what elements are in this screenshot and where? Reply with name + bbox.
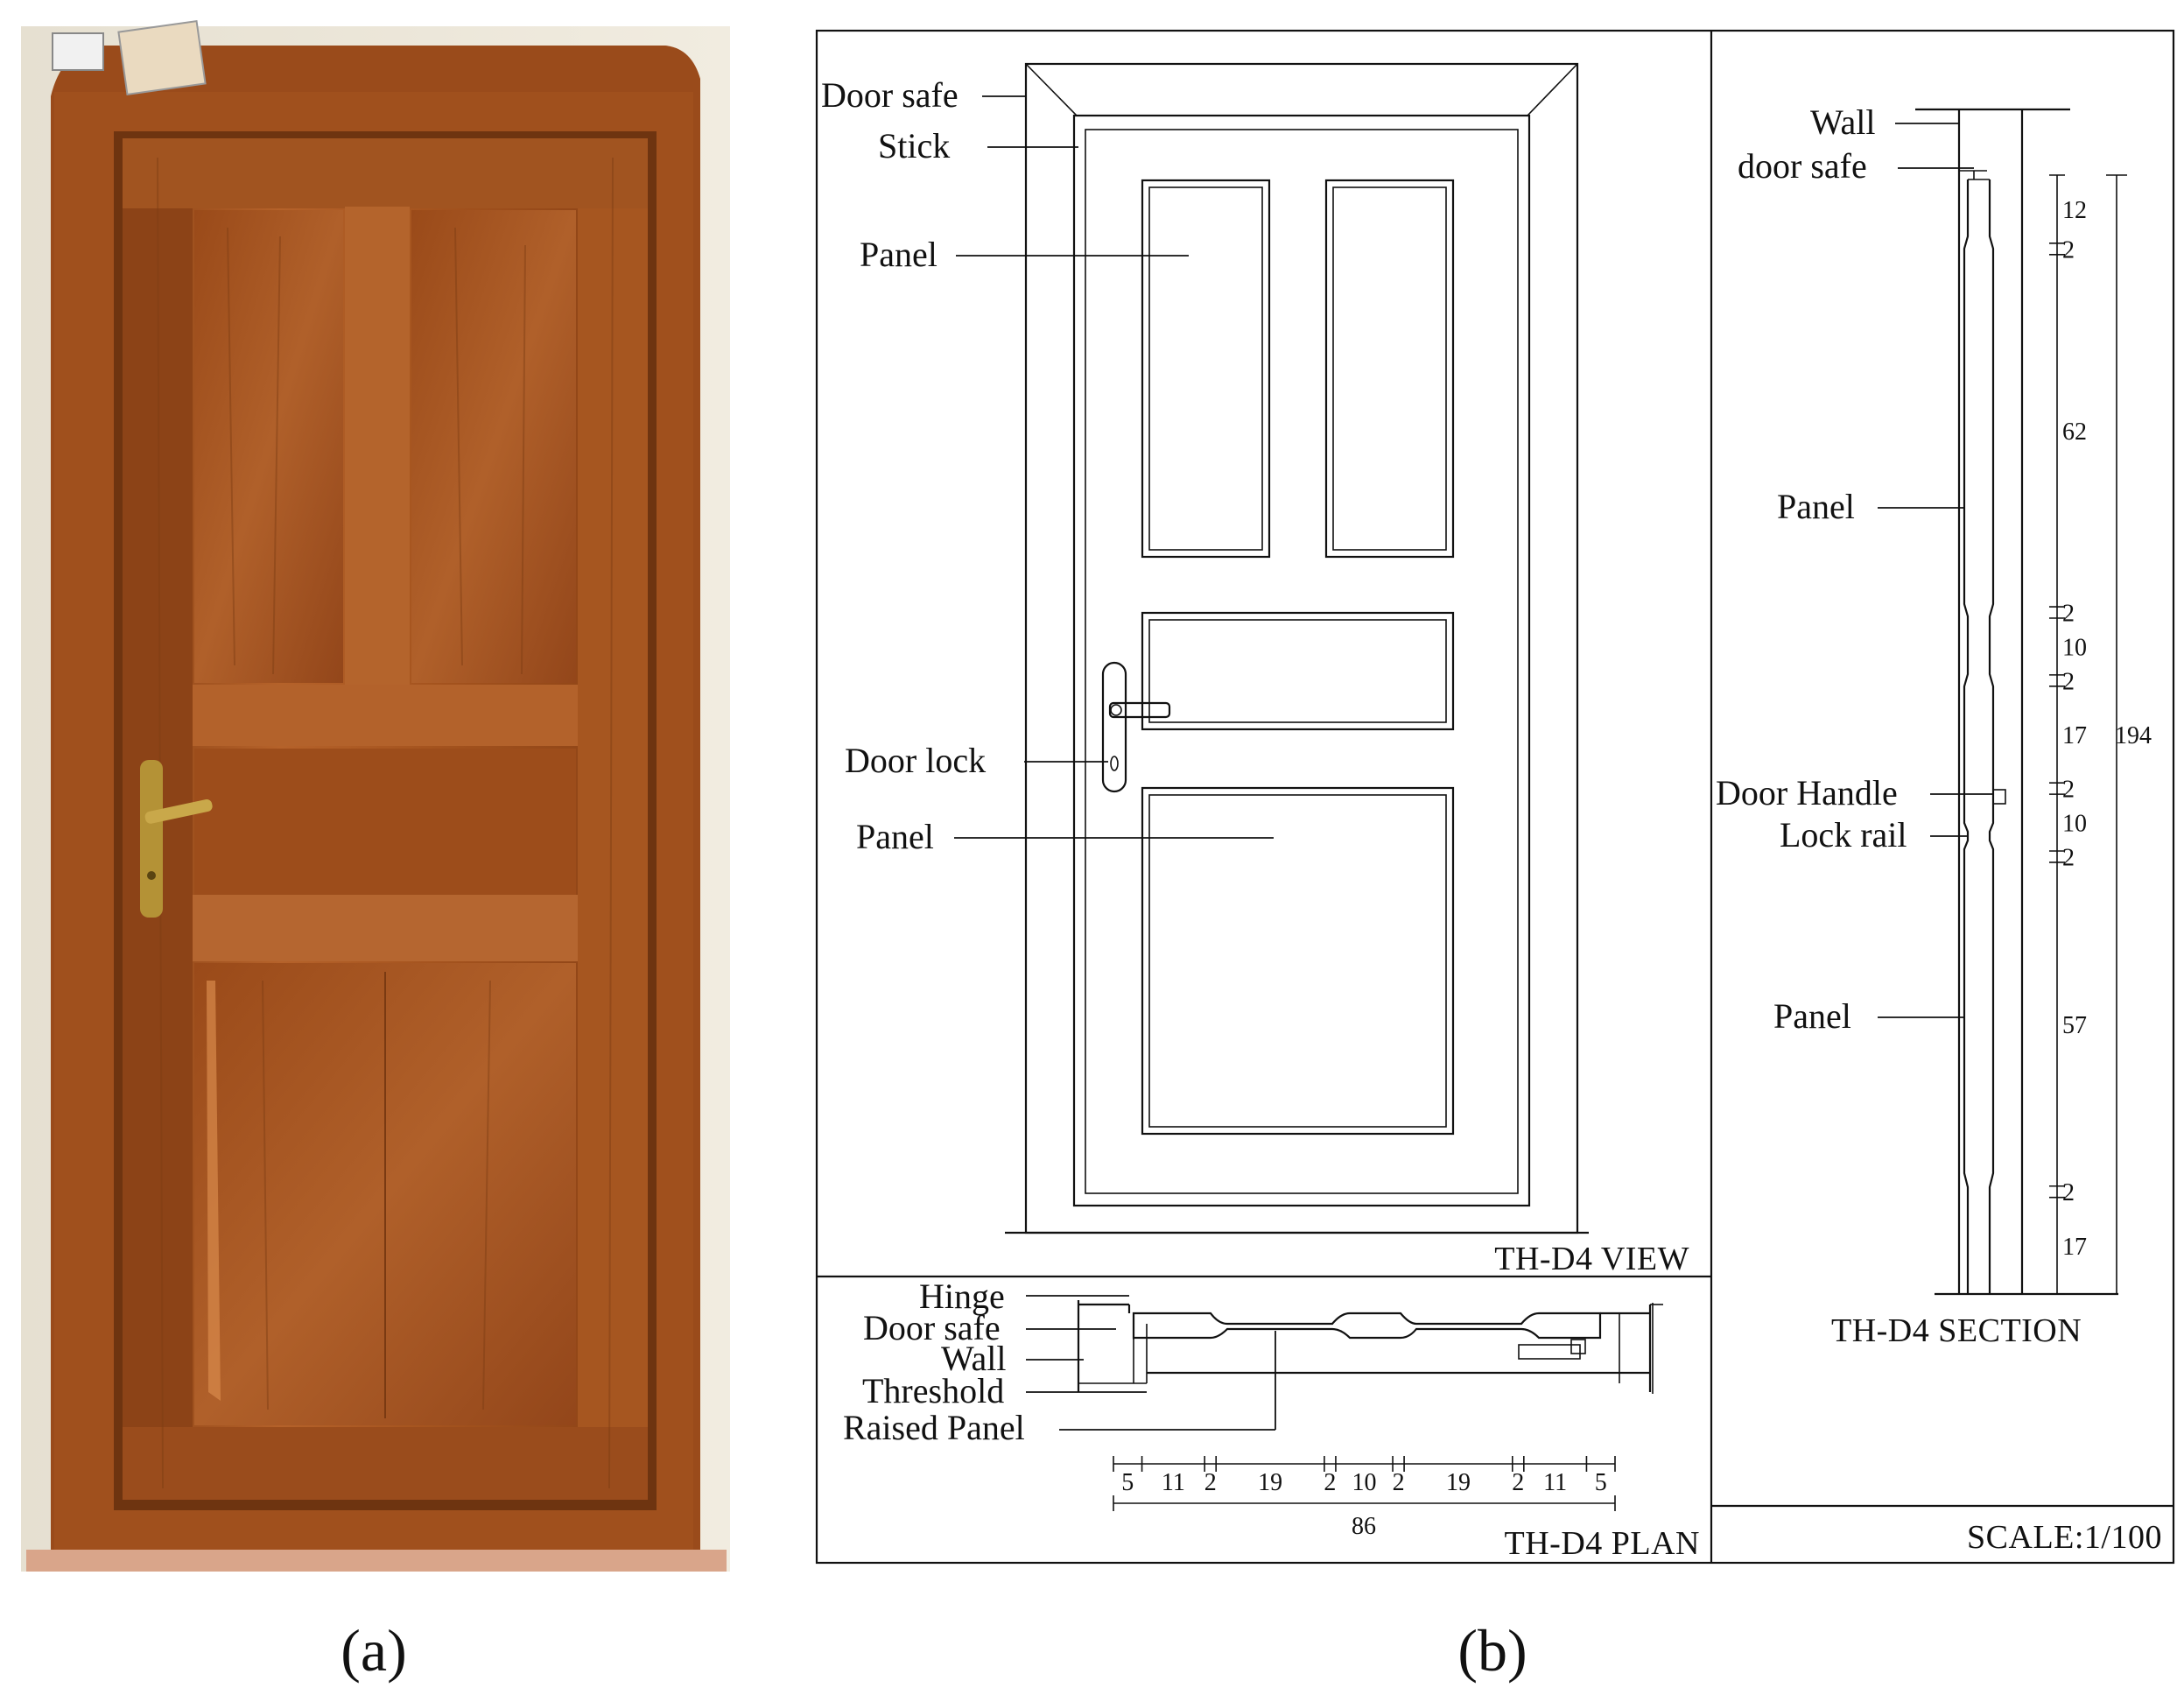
view-label-door-lock: Door lock [845,741,986,780]
section-title: TH-D4 SECTION [1831,1312,2082,1349]
section-drawing: Wall door safe Panel Door Handle Lock ra… [1716,102,2162,1556]
section-label-lock-rail: Lock rail [1780,815,1907,855]
section-dim-label: 12 [2062,197,2087,224]
view-label-panel-bottom: Panel [856,817,934,856]
plan-total-dim: 86 [1352,1513,1376,1540]
plan-dim-label: 19 [1446,1469,1471,1496]
plan-label-wall: Wall [941,1339,1007,1378]
section-dim-label: 2 [2062,1179,2075,1206]
section-dim-label: 2 [2062,236,2075,264]
section-total-dim: 194 [2115,722,2152,749]
section-dim-label: 2 [2062,668,2075,695]
door-photo [21,19,730,1572]
plan-dim-label: 2 [1204,1469,1217,1496]
plan-label-threshold: Threshold [862,1371,1004,1410]
plan-dim-label: 5 [1121,1469,1134,1496]
section-label-panel-top: Panel [1777,487,1855,526]
plan-label-door-safe: Door safe [863,1308,1001,1347]
plan-dim-label: 5 [1595,1469,1607,1496]
section-dim-label: 2 [2062,844,2075,871]
scale-label: SCALE:1/100 [1967,1519,2162,1556]
plan-drawing: Hinge Door safe Wall Threshold Raised Pa… [843,1276,1700,1562]
view-title: TH-D4 VIEW [1494,1241,1689,1277]
caption-b: (b) [1457,1617,1527,1684]
plan-label-hinge: Hinge [919,1276,1005,1316]
section-dim-label: 17 [2062,722,2087,749]
plan-dim-label: 2 [1512,1469,1524,1496]
section-dim-label: 17 [2062,1234,2087,1261]
plan-dim-label: 11 [1543,1469,1567,1496]
plan-label-raised-panel: Raised Panel [843,1408,1025,1447]
plan-dim-label: 19 [1258,1469,1282,1496]
view-drawing: Door safe Stick Panel Door lock Panel TH… [821,62,1689,1277]
section-dim-label: 10 [2062,634,2087,661]
section-dim-label: 62 [2062,418,2087,446]
section-label-panel-bottom: Panel [1773,996,1851,1036]
plan-dim-label: 2 [1324,1469,1336,1496]
plan-dim-label: 11 [1162,1469,1185,1496]
technical-drawing: Door safe Stick Panel Door lock Panel TH… [815,29,2175,1565]
section-dim-label: 10 [2062,811,2087,838]
plan-dim-label: 2 [1393,1469,1405,1496]
section-label-door-handle: Door Handle [1716,773,1898,812]
view-label-door-safe: Door safe [821,75,959,115]
section-dim-label: 2 [2062,601,2075,628]
view-label-panel-top: Panel [860,235,938,274]
section-dim-label: 2 [2062,777,2075,804]
view-label-stick: Stick [878,126,950,165]
plan-title: TH-D4 PLAN [1505,1525,1700,1562]
section-label-wall: Wall [1810,102,1876,142]
section-label-door-safe: door safe [1738,146,1867,186]
plan-dim-label: 10 [1352,1469,1377,1496]
section-dim-label: 57 [2062,1012,2087,1039]
caption-a: (a) [341,1617,406,1684]
